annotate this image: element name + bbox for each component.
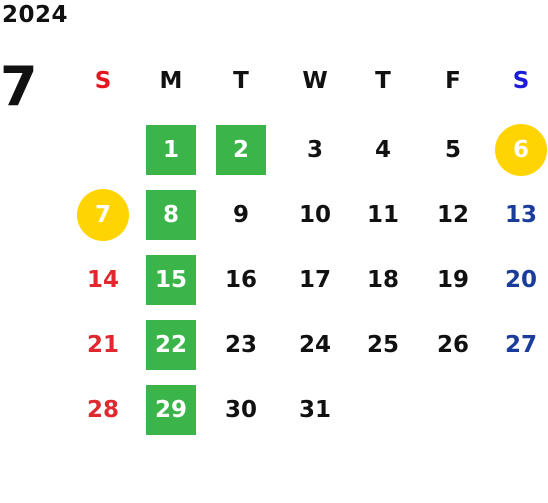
day-number: 22 bbox=[154, 332, 187, 358]
weekday-header-1: M bbox=[159, 68, 183, 94]
day-cell-13[interactable]: 13 bbox=[491, 190, 548, 240]
day-cell-14[interactable]: 14 bbox=[73, 255, 133, 305]
weekday-header-5: F bbox=[445, 68, 461, 94]
day-number: 26 bbox=[436, 332, 469, 358]
day-number: 19 bbox=[436, 267, 469, 293]
day-cell-11[interactable]: 11 bbox=[353, 190, 413, 240]
day-cell-25[interactable]: 25 bbox=[353, 320, 413, 370]
day-number: 5 bbox=[444, 137, 461, 163]
day-number: 10 bbox=[298, 202, 331, 228]
day-cell-6[interactable]: 6 bbox=[491, 124, 548, 176]
green-highlight bbox=[146, 125, 196, 175]
day-number: 28 bbox=[86, 397, 119, 423]
day-cell-22[interactable]: 22 bbox=[141, 320, 201, 370]
day-number: 7 bbox=[94, 202, 111, 228]
day-number: 13 bbox=[504, 202, 537, 228]
day-number: 6 bbox=[512, 137, 529, 163]
day-cell-1[interactable]: 1 bbox=[141, 125, 201, 175]
day-cell-24[interactable]: 24 bbox=[285, 320, 345, 370]
calendar-month: 7 bbox=[0, 55, 38, 118]
day-number: 31 bbox=[298, 397, 331, 423]
day-number: 3 bbox=[306, 137, 323, 163]
day-cell-30[interactable]: 30 bbox=[211, 385, 271, 435]
day-number: 18 bbox=[366, 267, 399, 293]
day-cell-3[interactable]: 3 bbox=[285, 125, 345, 175]
day-cell-12[interactable]: 12 bbox=[423, 190, 483, 240]
day-cell-9[interactable]: 9 bbox=[211, 190, 271, 240]
weekday-header-4: T bbox=[375, 68, 391, 94]
weekday-header-3: W bbox=[302, 68, 328, 94]
day-cell-5[interactable]: 5 bbox=[423, 125, 483, 175]
day-cell-21[interactable]: 21 bbox=[73, 320, 133, 370]
green-highlight bbox=[146, 255, 196, 305]
day-cell-10[interactable]: 10 bbox=[285, 190, 345, 240]
day-number: 16 bbox=[224, 267, 257, 293]
day-cell-31[interactable]: 31 bbox=[285, 385, 345, 435]
calendar-year: 2024 bbox=[2, 2, 69, 28]
day-cell-16[interactable]: 16 bbox=[211, 255, 271, 305]
day-number: 9 bbox=[232, 202, 249, 228]
weekday-header-0: S bbox=[94, 68, 112, 94]
day-number: 2 bbox=[232, 137, 249, 163]
day-cell-15[interactable]: 15 bbox=[141, 255, 201, 305]
day-number: 29 bbox=[154, 397, 187, 423]
day-cell-2[interactable]: 2 bbox=[211, 125, 271, 175]
day-number: 27 bbox=[504, 332, 537, 358]
day-number: 11 bbox=[366, 202, 399, 228]
day-cell-8[interactable]: 8 bbox=[141, 190, 201, 240]
day-number: 8 bbox=[162, 202, 179, 228]
day-number: 17 bbox=[298, 267, 331, 293]
day-cell-29[interactable]: 29 bbox=[141, 385, 201, 435]
day-number: 23 bbox=[224, 332, 257, 358]
day-cell-18[interactable]: 18 bbox=[353, 255, 413, 305]
day-number: 25 bbox=[366, 332, 399, 358]
day-number: 30 bbox=[224, 397, 257, 423]
weekday-header-2: T bbox=[233, 68, 249, 94]
day-cell-19[interactable]: 19 bbox=[423, 255, 483, 305]
day-cell-28[interactable]: 28 bbox=[73, 385, 133, 435]
day-number: 1 bbox=[162, 137, 179, 163]
gold-circle-highlight bbox=[77, 189, 129, 241]
day-number: 12 bbox=[436, 202, 469, 228]
green-highlight bbox=[216, 125, 266, 175]
day-number: 20 bbox=[504, 267, 537, 293]
day-number: 14 bbox=[86, 267, 119, 293]
weekday-header-6: S bbox=[512, 68, 530, 94]
day-cell-20[interactable]: 20 bbox=[491, 255, 548, 305]
day-number: 24 bbox=[298, 332, 331, 358]
day-cell-26[interactable]: 26 bbox=[423, 320, 483, 370]
day-cell-17[interactable]: 17 bbox=[285, 255, 345, 305]
day-cell-4[interactable]: 4 bbox=[353, 125, 413, 175]
day-cell-7[interactable]: 7 bbox=[73, 189, 133, 241]
day-number: 4 bbox=[374, 137, 391, 163]
gold-circle-highlight bbox=[495, 124, 547, 176]
day-cell-27[interactable]: 27 bbox=[491, 320, 548, 370]
day-cell-23[interactable]: 23 bbox=[211, 320, 271, 370]
green-highlight bbox=[146, 320, 196, 370]
green-highlight bbox=[146, 385, 196, 435]
day-number: 15 bbox=[154, 267, 187, 293]
green-highlight bbox=[146, 190, 196, 240]
day-number: 21 bbox=[86, 332, 119, 358]
